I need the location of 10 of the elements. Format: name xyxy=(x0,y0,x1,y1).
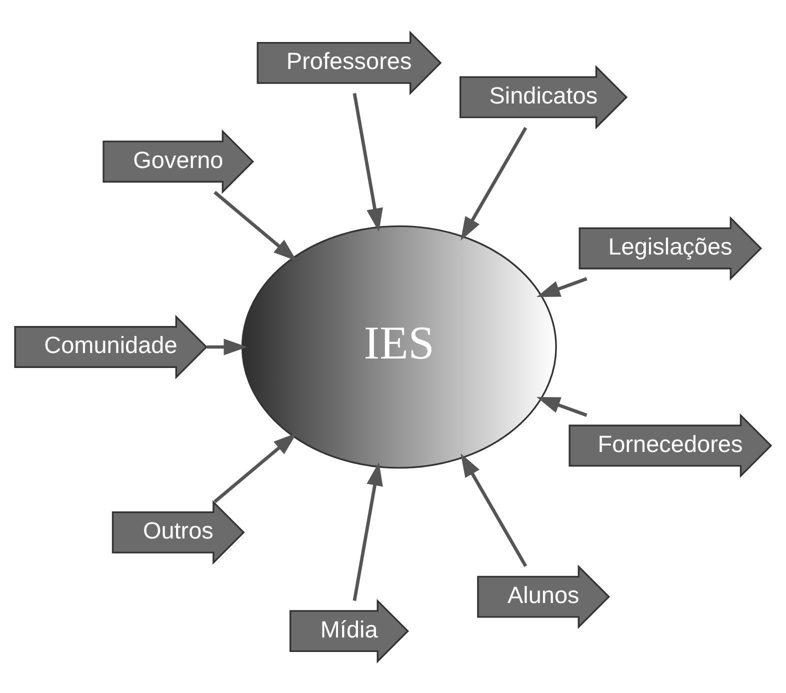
arrow xyxy=(536,396,588,416)
arrow xyxy=(460,126,528,240)
arrow xyxy=(214,190,297,261)
arrow xyxy=(460,452,528,567)
arrow xyxy=(206,338,248,355)
arrow xyxy=(352,92,383,232)
arrow xyxy=(352,462,383,600)
arrow xyxy=(536,276,588,296)
arrow xyxy=(214,432,297,503)
node-ellipse: IES xyxy=(241,224,557,468)
